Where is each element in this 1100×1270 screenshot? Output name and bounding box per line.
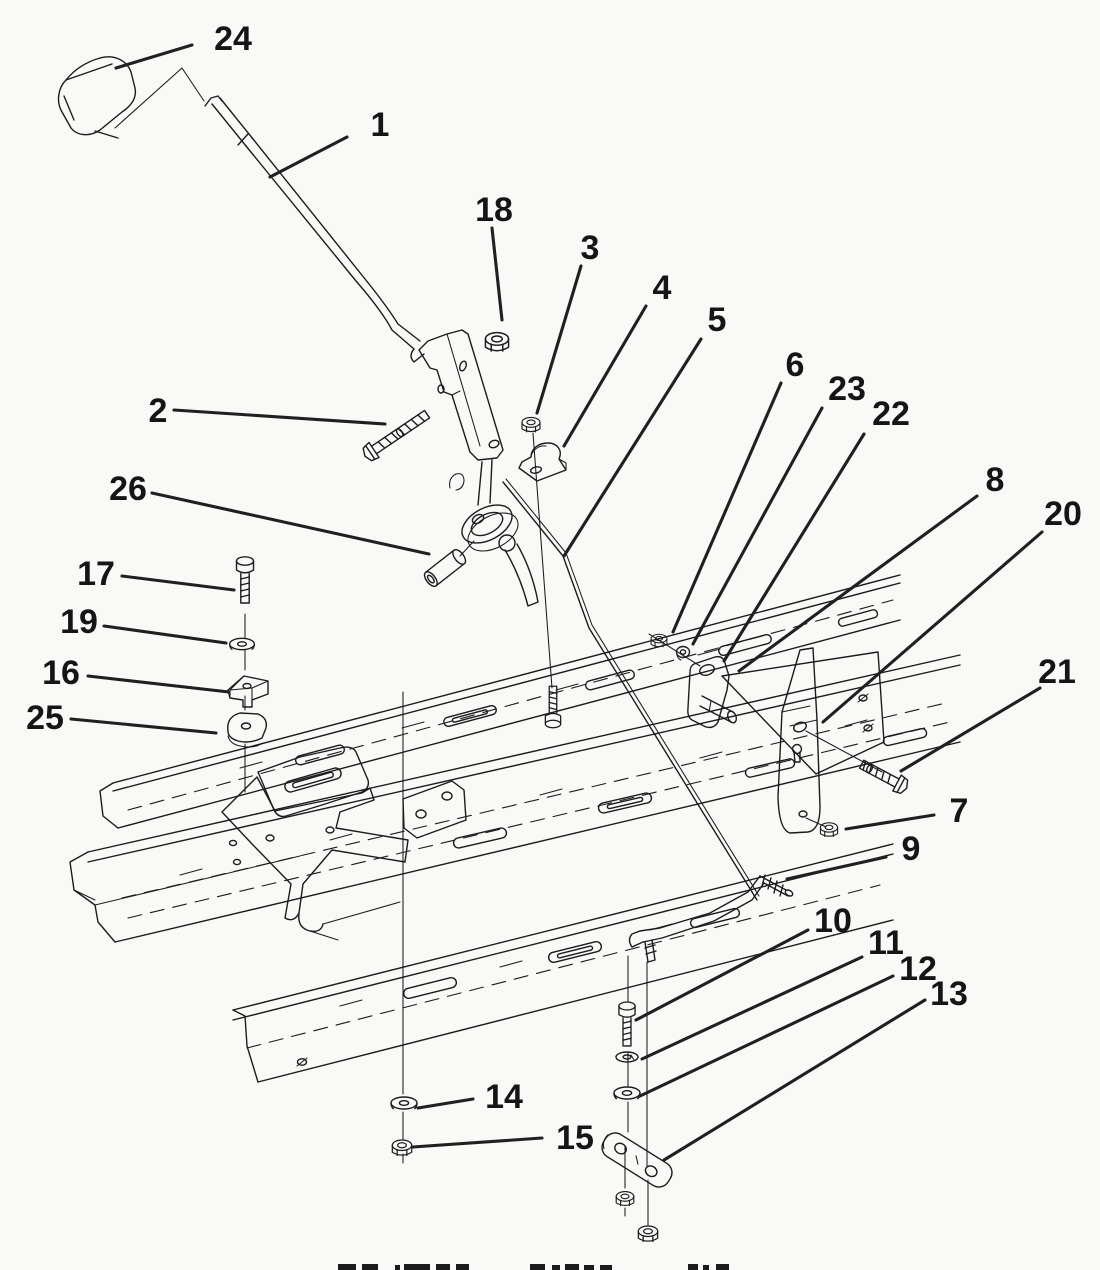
- lever-bracket-plate: [418, 329, 504, 461]
- callout-label-9: 9: [902, 830, 921, 868]
- callout-label-12: 12: [899, 950, 937, 988]
- callout-label-4: 4: [653, 269, 672, 307]
- spacer-26: [423, 548, 467, 588]
- pad-25: [227, 712, 268, 748]
- callout-label-18: 18: [475, 191, 513, 229]
- callout-label-23: 23: [828, 370, 866, 408]
- callout-label-7: 7: [950, 792, 969, 830]
- callout-label-1: 1: [371, 106, 390, 144]
- callout-label-2: 2: [149, 392, 168, 430]
- leader-line-15: [411, 1136, 544, 1149]
- callout-label-13: 13: [930, 975, 968, 1013]
- nut-below-plate: [615, 1191, 635, 1207]
- leader-line-1: [268, 135, 349, 179]
- callout-label-5: 5: [708, 301, 727, 339]
- drag-link-rod: [628, 874, 794, 963]
- leader-line-20: [821, 530, 1044, 724]
- leader-line-10: [634, 928, 810, 1022]
- bolt-17: [235, 556, 255, 604]
- callout-label-16: 16: [42, 654, 80, 692]
- leader-line-19: [102, 624, 228, 645]
- leader-line-13: [662, 998, 927, 1162]
- bolt-10: [618, 1001, 636, 1047]
- leader-line-4: [562, 304, 648, 448]
- callout-label-24: 24: [214, 20, 252, 58]
- callout-label-17: 17: [77, 555, 115, 593]
- clamp-mounting-bolt: [544, 685, 562, 729]
- leader-line-2: [172, 408, 387, 426]
- nut-3: [521, 416, 541, 433]
- leader-line-14: [416, 1097, 475, 1110]
- callout-label-11: 11: [868, 924, 904, 962]
- callout-label-10: 10: [814, 902, 852, 940]
- clip-16: [227, 675, 269, 708]
- leader-line-12: [638, 974, 895, 1098]
- callout-label-19: 19: [60, 603, 98, 641]
- leader-line-9: [785, 855, 888, 881]
- washer-22: [675, 645, 691, 661]
- leader-line-18: [490, 226, 504, 322]
- leader-line-16: [86, 674, 231, 694]
- leader-line-8: [737, 494, 979, 673]
- callout-label-26: 26: [109, 470, 147, 508]
- nut-7: [819, 822, 839, 838]
- leader-line-21: [899, 686, 1042, 773]
- shift-lever-1: [204, 95, 425, 363]
- leader-line-26: [150, 491, 431, 556]
- bracket-20: [777, 647, 821, 834]
- nut-bottom: [637, 1225, 659, 1243]
- callout-label-20: 20: [1044, 495, 1082, 533]
- lock-washer-11: [615, 1051, 639, 1063]
- callout-label-22: 22: [872, 395, 910, 433]
- link-plate-13: [601, 1132, 673, 1188]
- leader-line-22: [722, 432, 866, 663]
- flat-washer-12: [613, 1086, 641, 1100]
- shift-rod-5: [502, 478, 760, 901]
- leader-line-5: [562, 337, 703, 558]
- shift-knob-24: [57, 56, 137, 139]
- callout-label-3: 3: [581, 229, 600, 267]
- washer-14: [390, 1096, 418, 1110]
- leader-line-24: [114, 43, 194, 70]
- leader-line-7: [844, 813, 936, 831]
- ball-joint-9: [784, 889, 794, 897]
- leader-line-6: [671, 381, 783, 634]
- callout-label-8: 8: [986, 461, 1005, 499]
- washer-19: [228, 637, 256, 651]
- clamp-4: [518, 442, 567, 482]
- frame-far-rail: [99, 574, 901, 829]
- leader-line-3: [535, 264, 583, 415]
- leader-line-17: [120, 574, 236, 592]
- leader-line-11: [640, 955, 864, 1061]
- nut-18: [484, 331, 510, 352]
- frame-cross-panel: [721, 651, 885, 775]
- leader-line-25: [69, 717, 218, 735]
- bolt-21: [858, 758, 912, 797]
- bolt-2: [359, 409, 431, 465]
- cropped-caption-fragment: [338, 1264, 729, 1270]
- nut-15: [391, 1139, 413, 1157]
- frame-bottom-rail: [232, 843, 894, 1083]
- callout-label-25: 25: [26, 699, 64, 737]
- frame-center-plate: [221, 746, 409, 941]
- frame-guide-plate: [402, 780, 467, 839]
- leader-line-23: [691, 406, 824, 646]
- callout-label-14: 14: [485, 1078, 523, 1116]
- callout-label-6: 6: [786, 346, 805, 384]
- callout-label-15: 15: [556, 1119, 594, 1157]
- lever-pivot-cam: [449, 459, 539, 607]
- callout-label-21: 21: [1038, 653, 1076, 691]
